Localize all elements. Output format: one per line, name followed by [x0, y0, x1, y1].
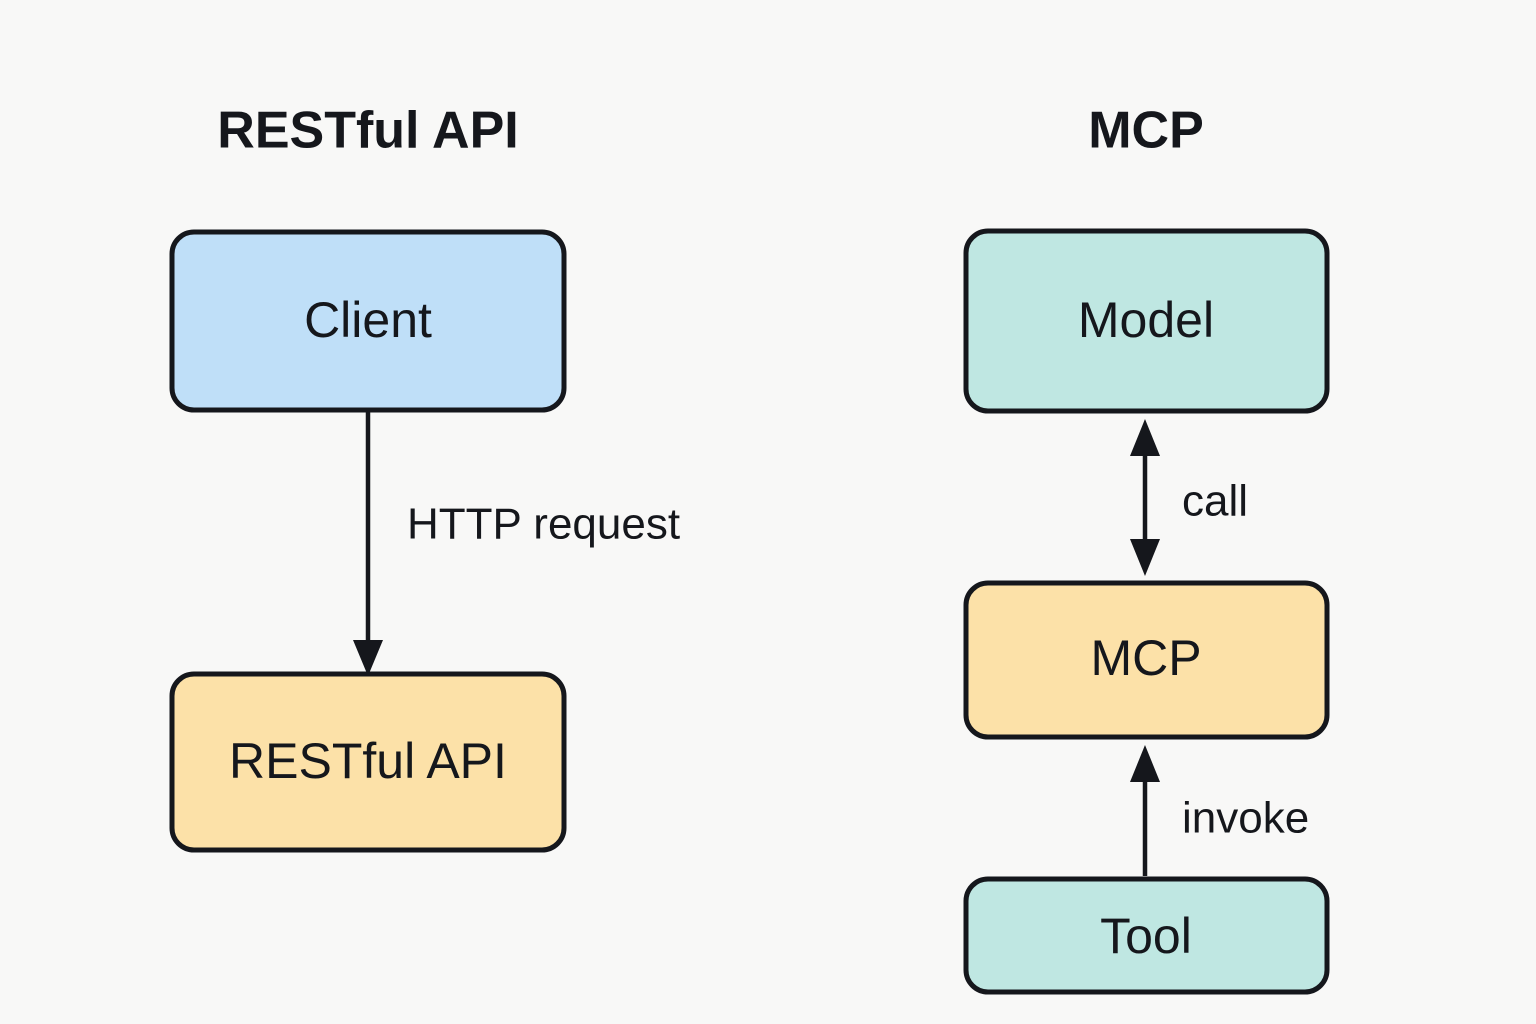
node-tool[interactable]: Tool: [963, 876, 1330, 995]
node-box-restful-api[interactable]: [169, 671, 567, 853]
edge-model-to-mcp: call: [1130, 419, 1248, 576]
edge-tool-to-mcp: invoke: [1130, 745, 1309, 876]
column-title-restful-api: RESTful API: [217, 102, 518, 160]
node-box-model[interactable]: [963, 228, 1330, 414]
node-label-model: Model: [1078, 292, 1214, 348]
arrow-head-up-call: [1130, 419, 1160, 456]
node-box-tool[interactable]: [963, 876, 1330, 995]
arrow-head-down-call: [1130, 539, 1160, 576]
node-box-mcp[interactable]: [963, 580, 1330, 740]
node-label-restful-api: RESTful API: [229, 733, 507, 789]
node-model[interactable]: Model: [963, 228, 1330, 414]
node-mcp[interactable]: MCP: [963, 580, 1330, 740]
node-label-client: Client: [304, 292, 432, 348]
edge-label-http-request: HTTP request: [407, 500, 680, 549]
edge-label-call: call: [1182, 477, 1248, 526]
node-label-tool: Tool: [1100, 908, 1192, 964]
node-restful-api[interactable]: RESTful API: [169, 671, 567, 853]
column-title-mcp: MCP: [1088, 102, 1204, 160]
node-client[interactable]: Client: [169, 229, 567, 413]
node-label-mcp: MCP: [1090, 630, 1201, 686]
node-box-client[interactable]: [169, 229, 567, 413]
arrow-head-down-http-request: [353, 640, 383, 676]
edge-client-to-restful-api: HTTP request: [353, 411, 680, 676]
edge-label-invoke: invoke: [1182, 794, 1309, 843]
arrow-head-up-invoke: [1130, 745, 1160, 782]
